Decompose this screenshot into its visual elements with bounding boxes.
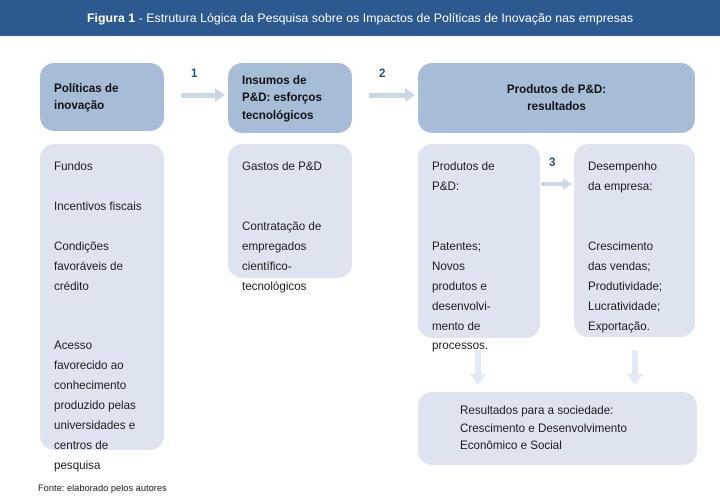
arrow-products-to-outcome: [470, 350, 486, 385]
arrow-products-to-performance: [541, 178, 573, 190]
body-box-society-outcome-label: Resultados para a sociedade: Crescimento…: [460, 403, 627, 453]
arrow-label-3: 3: [549, 157, 556, 169]
arrow-head-right-icon: [215, 88, 225, 102]
arrow-shaft: [541, 182, 563, 186]
body-box-society-outcome[interactable]: Resultados para a sociedade: Crescimento…: [418, 392, 697, 465]
body-box-rd-products[interactable]: Produtos de P&D: Patentes; Novos produto…: [418, 144, 540, 352]
arrow-label-1: 1: [191, 68, 198, 80]
figure-title-rest: - Estrutura Lógica da Pesquisa sobre os …: [135, 11, 634, 25]
arrow-shaft: [632, 350, 638, 374]
figure-title: Figura 1 - Estrutura Lógica da Pesquisa …: [87, 11, 633, 25]
arrow-head-down-icon: [627, 374, 643, 385]
arrow-head-down-icon: [470, 374, 486, 385]
header-box-rd-inputs-label: Insumos de P&D: esforços tecnológicos: [242, 74, 322, 122]
arrow-policies-to-inputs: [181, 88, 225, 102]
arrow-shaft: [369, 92, 405, 98]
figure-title-prefix: Figura 1: [86, 11, 136, 25]
arrow-head-right-icon: [563, 178, 572, 190]
arrow-label-2: 2: [379, 68, 386, 80]
header-box-policies[interactable]: Políticas de inovação: [40, 63, 164, 131]
header-box-rd-outputs[interactable]: Produtos de P&D: resultados: [418, 63, 695, 133]
body-box-policies[interactable]: Fundos Incentivos fiscais Condições favo…: [40, 144, 164, 472]
body-box-rd-products-label: Produtos de P&D: Patentes; Novos produto…: [432, 160, 495, 353]
arrow-shaft: [181, 92, 215, 98]
arrow-inputs-to-outputs: [369, 88, 415, 102]
source-note: Fonte: elaborado pelos autores: [38, 483, 167, 493]
body-box-policies-label: Fundos Incentivos fiscais Condições favo…: [54, 160, 142, 473]
header-box-policies-label: Políticas de inovação: [54, 81, 119, 112]
body-box-rd-inputs[interactable]: Gastos de P&D Contratação de empregados …: [228, 144, 352, 293]
body-box-rd-inputs-label: Gastos de P&D Contratação de empregados …: [242, 160, 322, 293]
arrow-performance-to-outcome: [627, 350, 643, 385]
body-box-firm-performance[interactable]: Desempenho da empresa: Crescimento das v…: [574, 144, 695, 337]
arrow-head-right-icon: [405, 88, 415, 102]
arrow-shaft: [475, 350, 481, 374]
header-box-rd-inputs[interactable]: Insumos de P&D: esforços tecnológicos: [228, 63, 352, 133]
figure-title-bar: Figura 1 - Estrutura Lógica da Pesquisa …: [0, 0, 720, 36]
body-box-firm-performance-label: Desempenho da empresa: Crescimento das v…: [588, 160, 663, 333]
header-box-rd-outputs-label: Produtos de P&D: resultados: [506, 82, 607, 113]
